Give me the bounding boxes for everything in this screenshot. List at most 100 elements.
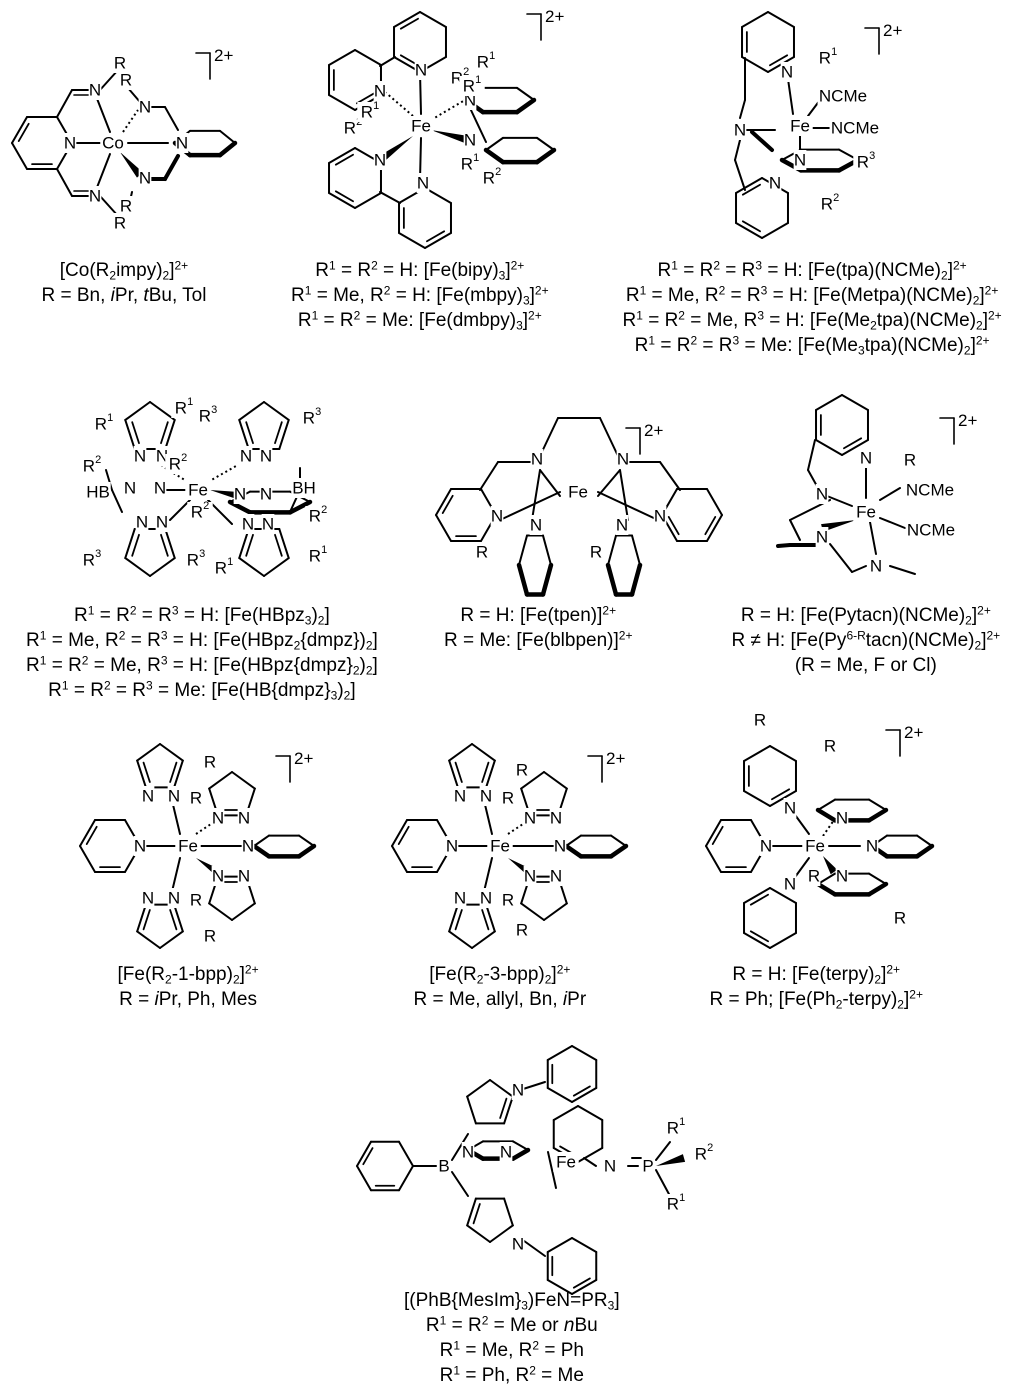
bond-line [398,1165,414,1192]
bond-line [163,154,180,181]
bond-line [571,1279,598,1295]
bond-line [489,1079,514,1098]
label-halo [79,550,105,570]
label-halo [165,454,191,474]
label-halo [753,710,767,730]
bond-line [540,562,554,597]
label-halo [815,527,829,547]
atom-label: N [89,81,101,100]
label-halo [768,173,782,193]
bond-line [136,743,161,762]
atom-label: Fe [411,117,431,136]
hashed-bond [430,99,466,121]
bond-line [136,903,147,933]
label-halo [119,70,133,90]
label-halo [211,558,237,578]
bond-line [485,903,496,933]
caption-line: [(PhB{MesIm}3)FeN=PR3] [404,1290,620,1313]
atom-label: N [654,507,666,526]
atom-label: Fe [556,1153,576,1172]
bond-line [868,798,887,811]
bond-line [379,56,396,67]
bond-line [398,1140,414,1167]
bond-line [397,825,410,845]
bond-line [448,743,473,762]
label-halo [733,120,747,140]
caption-fe-terpy: R = H: [Fe(terpy)2]2+R = Ph; [Fe(Ph2-ter… [710,962,923,1012]
atom-label: N [617,450,629,469]
label-halo [515,760,529,780]
atom-label: N [156,447,168,466]
label-halo [511,1080,525,1100]
bond-line [599,417,619,457]
label-halo [155,446,169,466]
label-halo [305,506,331,526]
bond-line [543,902,568,921]
bond-line [131,533,140,557]
bond-line [889,565,916,575]
bond-line [99,195,119,217]
bond-line [769,790,797,807]
label-halo [340,118,366,138]
bond-line [879,487,901,501]
atom-label: Fe [805,837,825,856]
bond-line [761,222,789,239]
bond-line [741,183,761,196]
bond-line [605,562,619,597]
bond-line [543,771,568,790]
bond-line [391,845,408,873]
bond-line [11,116,28,144]
bond-line [771,788,791,801]
label-halo [815,48,841,68]
bond-line [711,825,724,845]
bond-line [610,834,627,847]
atom-label: R [114,214,126,233]
bond-line [571,1237,598,1253]
bond-line [841,394,869,411]
bond-line [485,759,496,789]
atom-label: NCMe [906,481,954,500]
atom-label: N [550,809,562,828]
label-halo [511,1234,525,1254]
atom-label: Fe [178,837,198,856]
wedge-bond [431,130,470,144]
bond-line [577,1105,604,1121]
bond-line [448,930,473,949]
bond-line [169,499,191,521]
caption-line: R = Me: [Fe(blbpen)]2+ [444,628,633,651]
bond-line [705,845,722,873]
atom-label: N [134,837,146,856]
label-halo [904,480,956,500]
label-halo [479,888,493,908]
atom-label: N [446,837,458,856]
bond-line [481,909,490,931]
label-halo [85,482,111,502]
bond-line [435,514,452,542]
atom-label: N [554,837,566,856]
hashed-bond [122,109,139,133]
label-halo [299,408,325,428]
atom-label: BH [292,479,316,498]
atom-label: N [154,479,166,498]
atom-label: N [836,809,848,828]
bond-line [514,97,537,115]
label-halo [175,133,189,153]
atom-label: R [114,54,126,73]
bond-line [379,191,401,204]
bond-line [393,11,421,28]
charge-label: 2+ [958,411,977,430]
atom-label: N [870,557,882,576]
bond-line [879,517,906,529]
bond-line [767,11,795,28]
atom-label: N [374,151,386,170]
charge-label: 2+ [904,723,923,742]
bond-line [916,834,933,847]
bond-line [142,761,151,783]
label-halo [183,550,209,570]
bond-line [597,469,621,497]
bond-line [328,94,356,111]
bond-line [17,122,30,142]
